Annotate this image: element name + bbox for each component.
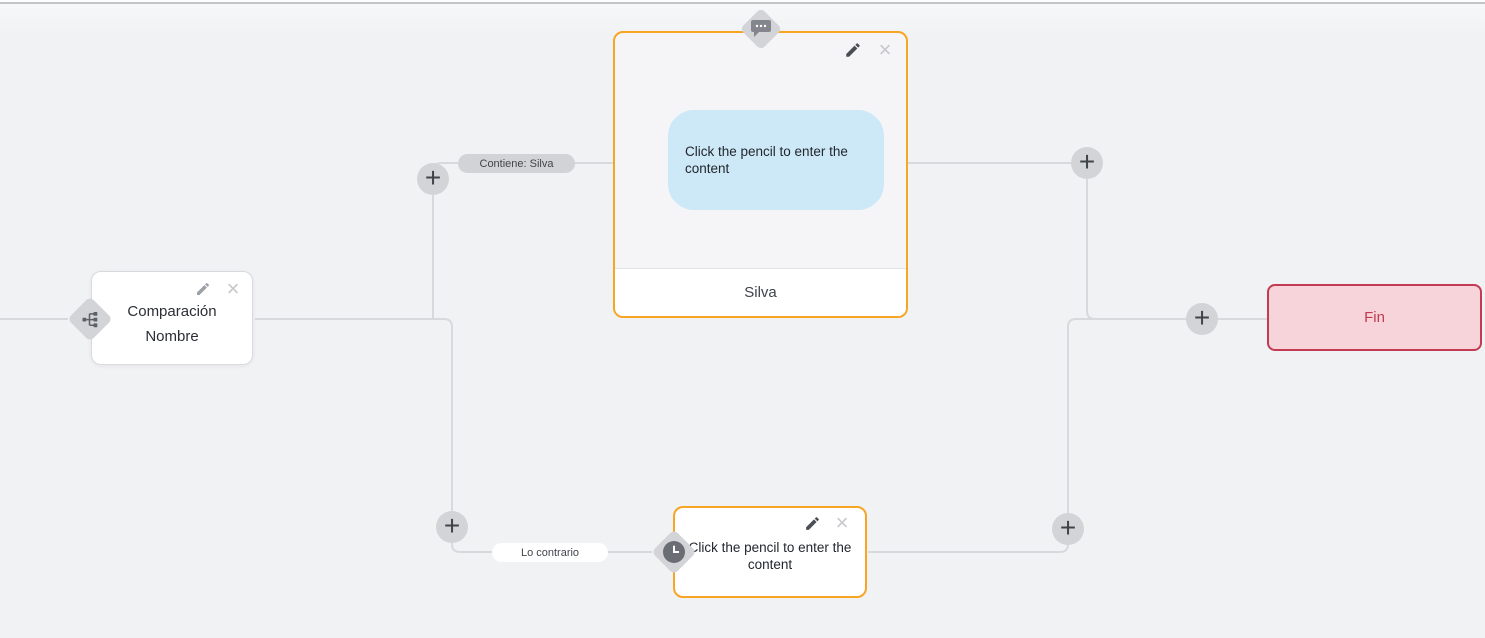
- edge-message-to-end: [908, 162, 1267, 320]
- condition-title-line1: Comparación: [127, 303, 217, 320]
- message-node[interactable]: × Click the pencil to enter the content …: [613, 31, 908, 318]
- add-node-button-match-branch[interactable]: +: [417, 163, 449, 195]
- edge-label-match: Contiene: Silva: [458, 154, 575, 173]
- plus-icon: +: [424, 162, 442, 193]
- delay-placeholder-text: Click the pencil to enter the content: [688, 540, 852, 572]
- plus-icon: +: [1078, 146, 1096, 177]
- condition-title: Comparación Nombre: [92, 299, 252, 349]
- canvas-top-border: [0, 2, 1485, 4]
- edit-pencil-icon[interactable]: [801, 512, 823, 534]
- plus-icon: +: [1059, 512, 1077, 543]
- add-node-button-before-end[interactable]: +: [1186, 303, 1218, 335]
- edge-label-match-text: Contiene: Silva: [479, 157, 554, 170]
- edit-pencil-icon[interactable]: [842, 39, 864, 61]
- plus-icon: +: [443, 510, 461, 541]
- branch-icon: [81, 311, 99, 328]
- edge-condition-to-message: [432, 162, 613, 319]
- message-placeholder-text: Click the pencil to enter the content: [685, 144, 848, 176]
- message-bubble: Click the pencil to enter the content: [668, 110, 884, 210]
- edge-label-no-match: Lo contrario: [492, 543, 608, 562]
- close-icon[interactable]: ×: [222, 278, 244, 300]
- edit-pencil-icon[interactable]: [192, 278, 214, 300]
- close-glyph: ×: [835, 510, 849, 535]
- delay-node[interactable]: × Click the pencil to enter the content: [673, 506, 867, 598]
- close-glyph: ×: [878, 37, 892, 62]
- condition-node[interactable]: × Comparación Nombre: [91, 271, 253, 365]
- pencil-icon: [197, 282, 210, 295]
- edge-delay-to-end: [868, 318, 1267, 553]
- edge-condition-to-delay: [255, 318, 652, 553]
- close-glyph: ×: [226, 276, 240, 301]
- end-node-label: Fin: [1364, 309, 1385, 326]
- pencil-icon: [805, 516, 819, 530]
- canvas-top-highlight: [0, 0, 1485, 2]
- pencil-icon: [846, 43, 860, 57]
- add-node-button-after-delay[interactable]: +: [1052, 513, 1084, 545]
- add-node-button-after-message[interactable]: +: [1071, 147, 1103, 179]
- close-icon[interactable]: ×: [831, 512, 853, 534]
- close-icon[interactable]: ×: [874, 39, 896, 61]
- edge-label-no-match-text: Lo contrario: [520, 546, 580, 559]
- chat-bubble-icon: [750, 19, 772, 39]
- message-footer: Silva: [615, 268, 906, 316]
- add-node-button-no-match-branch[interactable]: +: [436, 511, 468, 543]
- clock-icon: [662, 540, 686, 564]
- plus-icon: +: [1193, 302, 1211, 333]
- end-node[interactable]: Fin: [1267, 284, 1482, 351]
- condition-title-line2: Nombre: [145, 328, 199, 345]
- message-variable-label: Silva: [744, 284, 777, 301]
